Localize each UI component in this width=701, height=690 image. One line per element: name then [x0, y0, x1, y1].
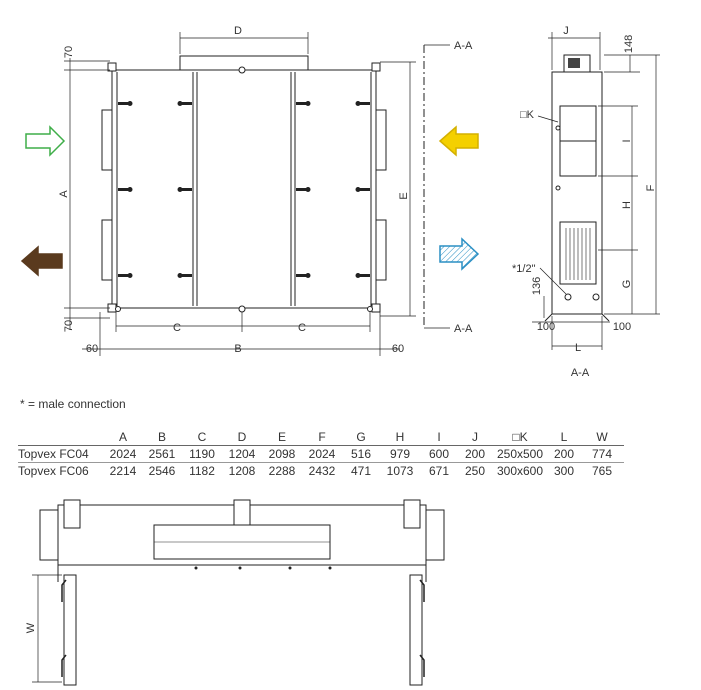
dim-foot-right-100: 100 — [613, 321, 631, 333]
table-cell: 1182 — [189, 464, 215, 478]
right-door — [409, 574, 423, 686]
dim-L: L — [575, 342, 581, 354]
table-cell: 2288 — [268, 464, 296, 478]
table-cell: 300 — [553, 464, 575, 478]
dim-C-left: C — [173, 322, 181, 334]
table-cell: 200 — [458, 445, 492, 463]
table-cell: 250 — [464, 464, 486, 478]
dim-B: B — [234, 343, 241, 355]
dim-margin-left-60: 60 — [86, 343, 98, 355]
table-header — [18, 428, 104, 446]
table-row: Topvex FC04 2024 2561 1190 1204 2098 202… — [18, 445, 624, 463]
table-header: J — [458, 428, 492, 446]
table-header: D — [222, 428, 262, 446]
table-cell: 250x500 — [492, 445, 548, 463]
front-view — [64, 32, 450, 356]
dimension-table: A B C D E F G H I J □K L W Topvex FC04 2… — [18, 428, 624, 479]
pipe-size: *1/2" — [512, 263, 536, 275]
table-cell: 765 — [591, 464, 613, 478]
table-cell: 2546 — [148, 464, 176, 478]
table-cell: Topvex FC06 — [18, 464, 89, 478]
table-header: C — [182, 428, 222, 446]
dim-A: A — [58, 190, 70, 198]
table-cell: 671 — [428, 464, 450, 478]
table-cell: 1208 — [228, 464, 256, 478]
table-cell: 2024 — [302, 445, 342, 463]
dim-H: H — [621, 201, 633, 209]
table-cell: 200 — [548, 445, 580, 463]
dim-J: J — [563, 25, 569, 37]
side-view — [532, 32, 660, 350]
dim-bottom-70: 70 — [63, 320, 75, 332]
dim-F: F — [645, 184, 657, 191]
dim-margin-right-60: 60 — [392, 343, 404, 355]
table-cell: 600 — [420, 445, 458, 463]
dim-E: E — [398, 192, 410, 199]
table-cell: Topvex FC04 — [18, 445, 104, 463]
section-marker-top: A-A — [454, 40, 473, 52]
supply-air-arrow — [439, 237, 480, 271]
table-cell: 2432 — [308, 464, 336, 478]
dim-top-70: 70 — [63, 46, 75, 58]
table-row: Topvex FC06 2214 2546 1182 1208 2288 243… — [18, 463, 624, 480]
table-header: □K — [492, 428, 548, 446]
table-header: E — [262, 428, 302, 446]
top-view — [32, 499, 445, 686]
left-door — [63, 574, 77, 686]
exhaust-air-arrow — [20, 245, 63, 277]
table-cell: 2214 — [109, 464, 137, 478]
male-connection-note: * = male connection — [20, 397, 126, 411]
dim-K: □K — [520, 109, 535, 121]
table-header: A — [104, 428, 142, 446]
dim-136: 136 — [531, 277, 543, 295]
table-header-row: A B C D E F G H I J □K L W — [18, 428, 624, 446]
table-header: F — [302, 428, 342, 446]
dim-D: D — [234, 25, 242, 37]
table-header: B — [142, 428, 182, 446]
table-cell: 2561 — [142, 445, 182, 463]
section-marker-bottom: A-A — [454, 323, 473, 335]
table-cell: 516 — [342, 445, 380, 463]
table-cell: 979 — [380, 445, 420, 463]
unit-body — [111, 69, 377, 309]
table-header: W — [580, 428, 624, 446]
dim-C-right: C — [298, 322, 306, 334]
table-header: G — [342, 428, 380, 446]
table-cell: 471 — [350, 464, 372, 478]
dim-148: 148 — [623, 35, 635, 53]
table-header: I — [420, 428, 458, 446]
table-cell: 1073 — [386, 464, 414, 478]
dim-I: I — [621, 139, 633, 142]
dim-foot-left-100: 100 — [537, 321, 555, 333]
table-cell: 1204 — [222, 445, 262, 463]
side-view-caption: A-A — [571, 367, 590, 379]
dim-W: W — [25, 622, 37, 633]
table-header: H — [380, 428, 420, 446]
table-cell: 300x600 — [496, 464, 544, 478]
dim-G: G — [621, 280, 633, 289]
table-cell: 2098 — [262, 445, 302, 463]
table-cell: 774 — [580, 445, 624, 463]
table-cell: 2024 — [104, 445, 142, 463]
extract-air-arrow — [438, 125, 479, 157]
table-header: L — [548, 428, 580, 446]
outdoor-air-arrow — [25, 125, 66, 157]
table-cell: 1190 — [182, 445, 222, 463]
